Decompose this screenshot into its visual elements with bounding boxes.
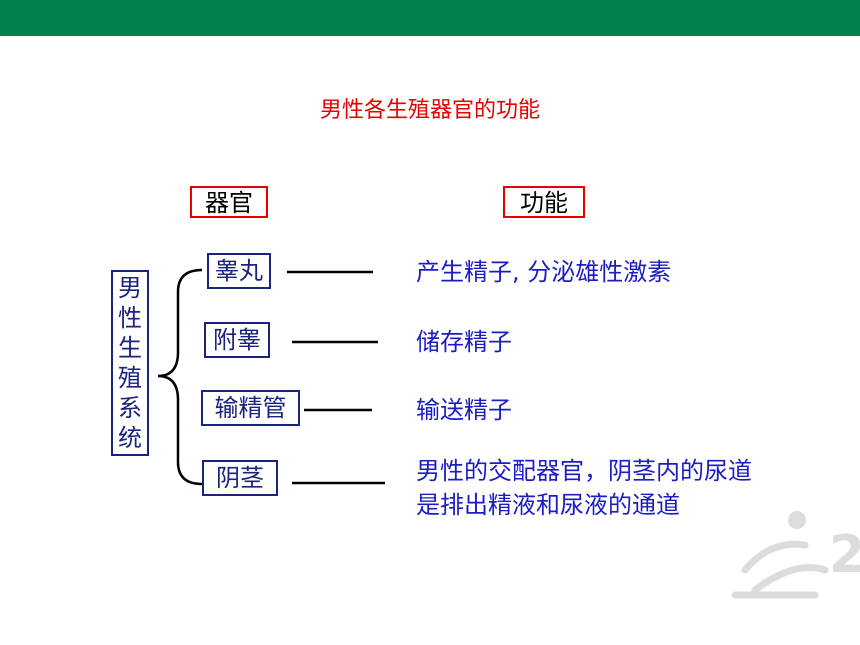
- system-char: 性: [118, 304, 142, 332]
- organ-box: 睾丸: [207, 253, 271, 289]
- system-char: 系: [118, 394, 142, 422]
- function-text: 输送精子: [416, 396, 512, 424]
- watermark-logo-icon: 2: [731, 511, 860, 599]
- header-organ: 器官: [190, 186, 268, 218]
- brace: [157, 268, 203, 486]
- system-label-box: 男 性 生 殖 系 统: [111, 270, 149, 456]
- organ-box: 输精管: [201, 390, 300, 426]
- system-char: 统: [118, 424, 142, 452]
- system-char: 生: [118, 334, 142, 362]
- function-text: 产生精子, 分泌雄性激素: [416, 258, 672, 286]
- page-title: 男性各生殖器官的功能: [319, 98, 540, 123]
- organ-box: 阴茎: [202, 460, 278, 496]
- system-char: 男: [118, 274, 142, 302]
- svg-text:2: 2: [829, 525, 860, 585]
- organ-box: 附睾: [204, 322, 270, 358]
- system-char: 殖: [118, 364, 142, 392]
- function-text: 男性的交配器官，阴茎内的尿道: [416, 457, 752, 485]
- top-bar: [0, 0, 860, 36]
- header-function: 功能: [503, 186, 585, 218]
- function-text: 储存精子: [416, 328, 512, 356]
- function-text: 是排出精液和尿液的通道: [416, 491, 680, 519]
